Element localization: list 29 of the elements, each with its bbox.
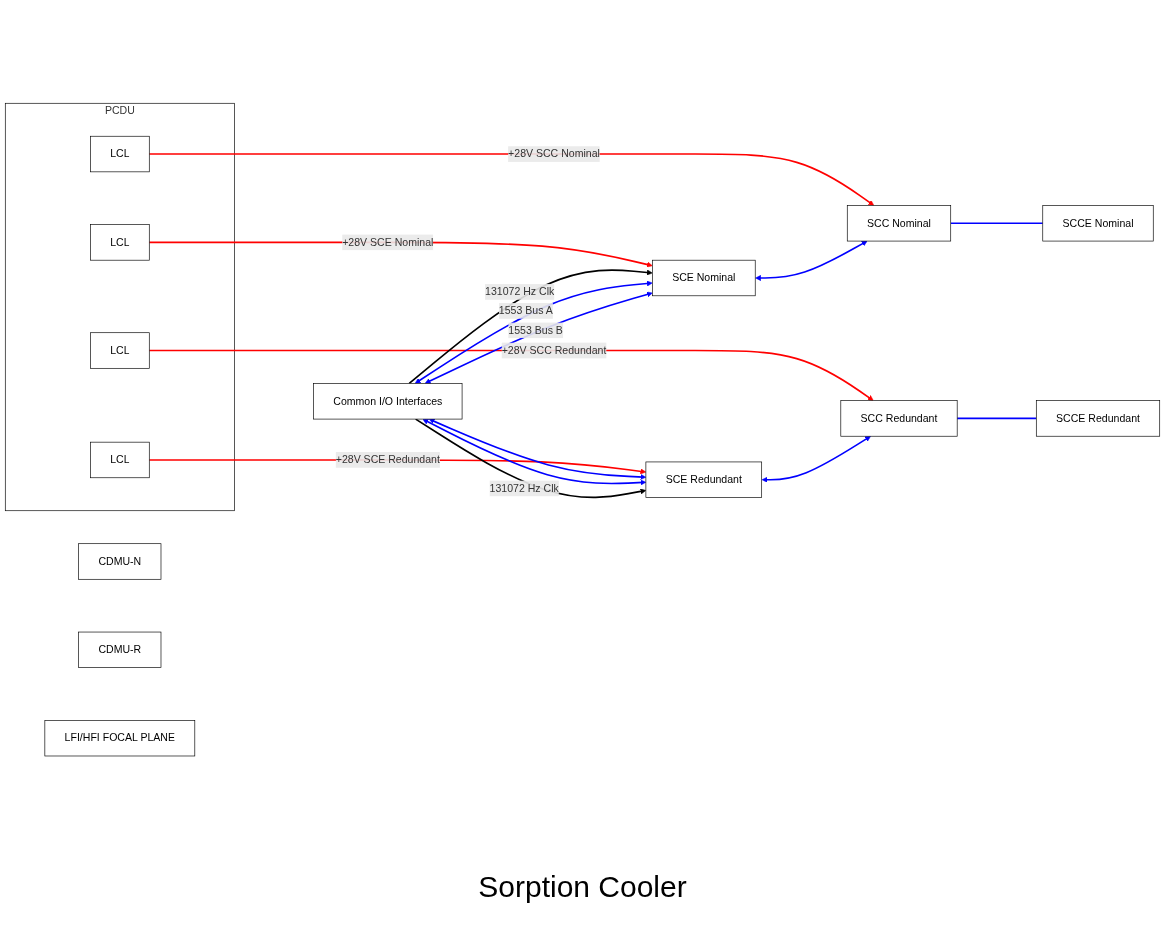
edge-label: +28V SCE Nominal xyxy=(342,236,434,249)
node-box: LCL xyxy=(90,224,150,261)
node-box: SCE Redundant xyxy=(645,461,763,499)
node-box: SCCE Redundant xyxy=(1035,400,1161,437)
arrow xyxy=(414,418,647,499)
node-box: LCL xyxy=(90,442,150,479)
edge-label: 131072 Hz Clk xyxy=(485,286,555,298)
edge-label: 1553 Bus A xyxy=(498,305,553,317)
edge-label: +28V SCC Nominal xyxy=(508,148,600,160)
arrow xyxy=(761,436,871,483)
connector xyxy=(956,417,1038,420)
edge-label: +28V SCE Redundant xyxy=(335,454,440,466)
arrow xyxy=(424,291,653,385)
edge-label: 131072 Hz Clk xyxy=(489,482,559,495)
node-box: SCE Nominal xyxy=(652,260,756,297)
arrow xyxy=(755,241,868,282)
edge-label: 1553 Bus B xyxy=(508,324,563,336)
node-box: LFI/HFI FOCAL PLANE xyxy=(44,720,196,757)
node-box: Common I/O Interfaces xyxy=(313,383,463,420)
node-box: CDMU-R xyxy=(78,632,162,669)
node-box: LCL xyxy=(90,136,150,173)
node-box: SCC Nominal xyxy=(846,205,952,242)
node-box: CDMU-N xyxy=(78,543,162,580)
diagram-caption: Sorption Cooler xyxy=(477,870,688,904)
connector xyxy=(949,222,1044,225)
node-box: SCCE Nominal xyxy=(1042,205,1154,242)
node-box: SCC Redundant xyxy=(840,400,958,437)
node-box: LCL xyxy=(90,332,150,369)
edge-label: +28V SCC Redundant xyxy=(501,344,607,357)
